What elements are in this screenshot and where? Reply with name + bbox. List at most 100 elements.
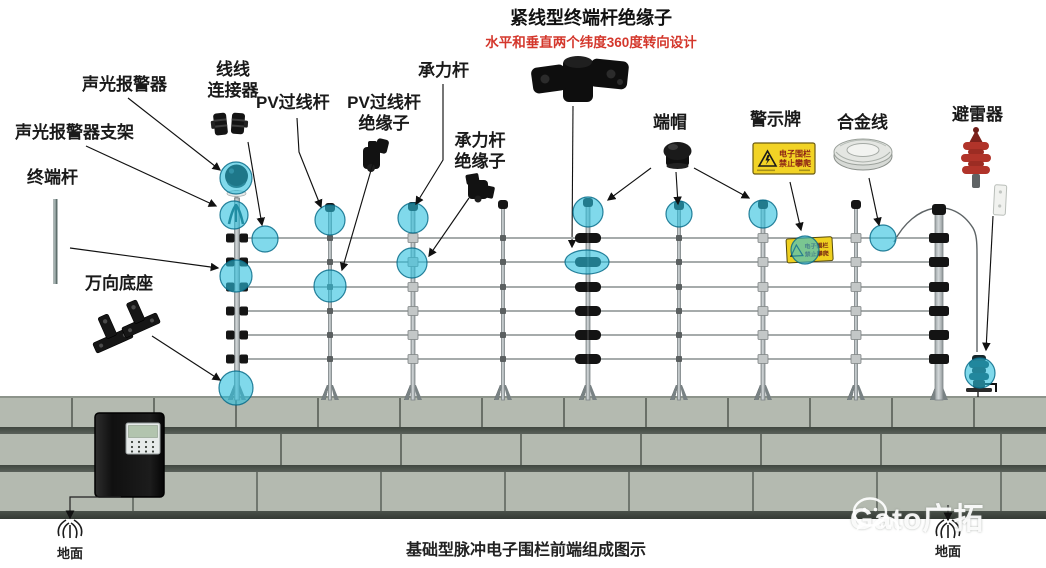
wire-clip: [407, 282, 419, 292]
label-universal-base: 万向底座: [85, 274, 153, 293]
pole-base-foot: [504, 385, 512, 400]
pole-base-foot: [670, 385, 678, 400]
label-pv-insulator: PV过线杆 绝缘子: [340, 92, 428, 135]
wire-clip: [757, 257, 769, 267]
diagram-title: 紧线型终端杆绝缘子: [510, 8, 672, 28]
wall-joint-band: [0, 427, 1046, 434]
label-wire-connector-line1: 线线: [216, 60, 250, 79]
pointer-arrow: [339, 159, 375, 272]
highlight-circle: [219, 200, 249, 230]
highlight-ellipse: [564, 249, 610, 275]
ground-symbol-left: [57, 519, 83, 539]
pole-base-foot: [579, 385, 587, 400]
tension-insulator-photo: [531, 56, 629, 102]
warning-sign-text-1: 电子围栏: [779, 149, 811, 159]
end-cap-photo: [663, 142, 692, 169]
label-alarm-bracket: 声光报警器支架: [15, 123, 134, 142]
pole-base-foot: [321, 385, 329, 400]
label-bearing-insulator: 承力杆 绝缘子: [451, 130, 509, 173]
wire-clip: [407, 306, 419, 316]
highlight-circle: [219, 161, 253, 195]
wechat-icon: [852, 497, 900, 543]
wire-connector: [676, 259, 682, 265]
wire-connector: [676, 356, 682, 362]
pointer-arrow: [868, 177, 882, 227]
pointer-arrow: [693, 167, 751, 199]
pole-base-foot: [680, 385, 688, 400]
tension-insulator: [929, 354, 949, 364]
pole-base-foot: [589, 385, 597, 400]
tension-insulator: [239, 306, 248, 316]
ground-symbol-right: [935, 519, 961, 539]
wire-connector: [676, 308, 682, 314]
label-ground-left: 地面: [56, 546, 83, 561]
watermark-text: Gato广拓: [850, 503, 985, 536]
wire-connector: [676, 332, 682, 338]
wall-base-band: [0, 511, 1046, 519]
pointer-arrow: [606, 167, 652, 201]
wire-clip: [850, 233, 862, 243]
label-bearing-insulator-line2: 绝缘子: [454, 152, 506, 172]
label-pv-pass-pole: PV过线杆: [256, 93, 330, 112]
pole-base-foot: [754, 385, 762, 400]
highlight-circle: [748, 199, 778, 229]
wire-clip: [850, 354, 862, 364]
lightning-arrester-photo: [961, 127, 991, 188]
pv-insulator-photo: [363, 138, 389, 172]
highlight-circle: [251, 225, 279, 253]
tension-insulator: [226, 354, 235, 364]
pointer-arrow: [567, 105, 577, 249]
wall-joint-band: [0, 465, 1046, 472]
wire-connector: [500, 284, 506, 290]
pointer-arrow: [415, 84, 444, 206]
stone-wall: [0, 396, 1046, 519]
universal-base-photo: [92, 299, 161, 354]
label-terminal-pole: 终端杆: [27, 168, 78, 187]
pole-base-foot: [494, 385, 502, 400]
controller-unit: [94, 412, 165, 498]
wire-clip: [757, 330, 769, 340]
highlight-circle: [396, 247, 428, 279]
wire-connector: [500, 308, 506, 314]
wire-clip: [850, 330, 862, 340]
label-wire-connector: 线线 连接器: [202, 59, 264, 102]
tension-insulator: [929, 257, 949, 267]
wall-course-bottom: [0, 472, 1046, 511]
highlight-circle: [314, 204, 346, 236]
highlight-circle: [218, 370, 254, 406]
arrester-bracket-photo: [992, 184, 1008, 216]
pointer-arrow: [85, 145, 218, 207]
wire-clip: [757, 282, 769, 292]
wire-connector: [327, 235, 333, 241]
warning-sign-photo: 电子围栏 禁止攀爬: [752, 142, 816, 175]
label-alloy-wire: 合金线: [837, 113, 888, 132]
highlight-circle: [219, 259, 253, 293]
label-sound-light-alarm: 声光报警器: [82, 75, 167, 94]
highlight-circle: [790, 235, 820, 265]
wire-connector-photo: [210, 112, 249, 136]
label-end-cap: 端帽: [653, 113, 687, 132]
pointer-arrow: [247, 141, 266, 227]
wire-clip: [850, 257, 862, 267]
tension-insulator: [929, 282, 949, 292]
highlight-circle: [869, 224, 897, 252]
wire-connector: [500, 332, 506, 338]
ground-wire-left: [65, 496, 121, 520]
tension-insulator: [226, 306, 235, 316]
wire-connector: [327, 259, 333, 265]
highlight-circle: [397, 202, 429, 234]
watermark: Gato广拓: [850, 494, 985, 543]
pole-base-foot: [764, 385, 772, 400]
pole-end-cap: [498, 200, 508, 209]
bearing-insulator-photo: [465, 173, 495, 203]
pointer-arrow: [151, 335, 222, 381]
wire-connector: [500, 356, 506, 362]
alloy-wire-coil-photo: [833, 138, 893, 171]
pointer-arrow: [982, 215, 994, 352]
wire-clip: [757, 354, 769, 364]
pole-end-cap: [851, 200, 861, 209]
wire-clip: [407, 330, 419, 340]
pole-base-foot: [414, 385, 422, 400]
down-lead-wire: [893, 207, 978, 352]
